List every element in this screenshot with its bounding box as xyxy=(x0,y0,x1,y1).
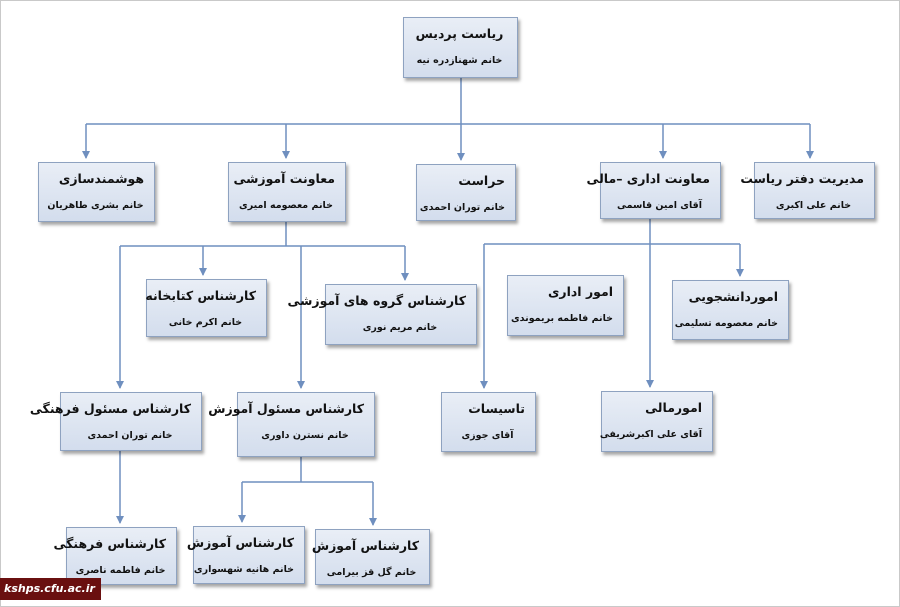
node-eduhead-name: خانم نسترن داوری xyxy=(261,430,349,441)
node-security-title: حراست xyxy=(458,173,505,188)
node-edu: معاونت آموزشی خانم معصومه امیری xyxy=(228,162,346,222)
node-eduhead-title: کارشناس مسئول آموزش xyxy=(208,401,364,416)
node-eduexp1-title: کارشناس آموزش xyxy=(186,535,294,550)
node-students-title: اموردانشجویی xyxy=(688,289,778,304)
node-eduexp1-name: خانم هانیه شهسواری xyxy=(193,564,294,575)
node-smart: هوشمندسازی خانم بشری طاهریان xyxy=(38,162,155,222)
node-culture2-title: کارشناس فرهنگی xyxy=(53,536,167,551)
node-library: کارشناس کتابخانه خانم اکرم خانی xyxy=(145,279,267,337)
node-edu-name: خانم معصومه امیری xyxy=(239,200,333,211)
node-smart-name: خانم بشری طاهریان xyxy=(47,200,144,211)
node-root: ریاست پردیس خانم شهنازدره نیه xyxy=(403,17,518,78)
node-finance-title: امورمالی xyxy=(645,400,702,415)
node-facilities: تاسیسات آقای جوزی xyxy=(441,392,536,452)
node-adminaff: امور اداری خانم فاطمه بریموندی xyxy=(507,275,624,336)
node-library-name: خانم اکرم خانی xyxy=(168,317,243,328)
node-eduexp2-title: کارشناس آموزش xyxy=(311,538,419,553)
node-office-name: خانم علی اکبری xyxy=(775,200,852,211)
node-office: مدیریت دفتر ریاست خانم علی اکبری xyxy=(740,162,875,219)
watermark-label: kshps.cfu.ac.ir xyxy=(0,578,101,600)
node-groups-title: کارشناس گروه های آموزشی xyxy=(287,293,466,308)
node-security-name: خانم توران احمدی xyxy=(419,202,505,213)
node-root-title: ریاست پردیس xyxy=(415,26,504,41)
node-smart-title: هوشمندسازی xyxy=(58,171,144,186)
node-admin-title: معاونت اداری –مالی xyxy=(586,171,710,186)
node-culture-title: کارشناس مسئول فرهنگی xyxy=(29,401,191,416)
node-adminaff-title: امور اداری xyxy=(547,284,613,299)
node-groups-name: خانم مریم نوری xyxy=(362,322,438,333)
node-security: حراست خانم توران احمدی xyxy=(416,164,516,221)
node-students-name: خانم معصومه تسلیمی xyxy=(674,318,778,329)
node-students: اموردانشجویی خانم معصومه تسلیمی xyxy=(672,280,789,340)
node-culture: کارشناس مسئول فرهنگی خانم توران احمدی xyxy=(29,392,202,451)
node-eduexp1: کارشناس آموزش خانم هانیه شهسواری xyxy=(186,526,305,584)
node-root-name: خانم شهنازدره نیه xyxy=(416,55,503,66)
node-facilities-name: آقای جوزی xyxy=(461,430,514,441)
node-eduexp2-name: خانم گل قز بیرامی xyxy=(326,567,417,578)
node-finance-name: آقای علی اکبرشریفی xyxy=(599,429,702,440)
node-facilities-title: تاسیسات xyxy=(468,401,525,416)
node-admin: معاونت اداری –مالی آقای امین قاسمی xyxy=(586,162,721,219)
node-library-title: کارشناس کتابخانه xyxy=(145,288,256,303)
node-culture-name: خانم توران احمدی xyxy=(87,430,173,441)
node-culture2: کارشناس فرهنگی خانم فاطمه ناصری xyxy=(53,527,177,585)
node-groups: کارشناس گروه های آموزشی خانم مریم نوری xyxy=(287,284,477,345)
node-culture2-name: خانم فاطمه ناصری xyxy=(75,565,166,576)
node-eduhead: کارشناس مسئول آموزش خانم نسترن داوری xyxy=(208,392,375,457)
node-edu-title: معاونت آموزشی xyxy=(233,171,335,186)
node-office-title: مدیریت دفتر ریاست xyxy=(740,171,864,186)
node-eduexp2: کارشناس آموزش خانم گل قز بیرامی xyxy=(311,529,430,585)
node-finance: امورمالی آقای علی اکبرشریفی xyxy=(599,391,713,452)
node-admin-name: آقای امین قاسمی xyxy=(616,200,703,211)
node-adminaff-name: خانم فاطمه بریموندی xyxy=(510,313,613,324)
